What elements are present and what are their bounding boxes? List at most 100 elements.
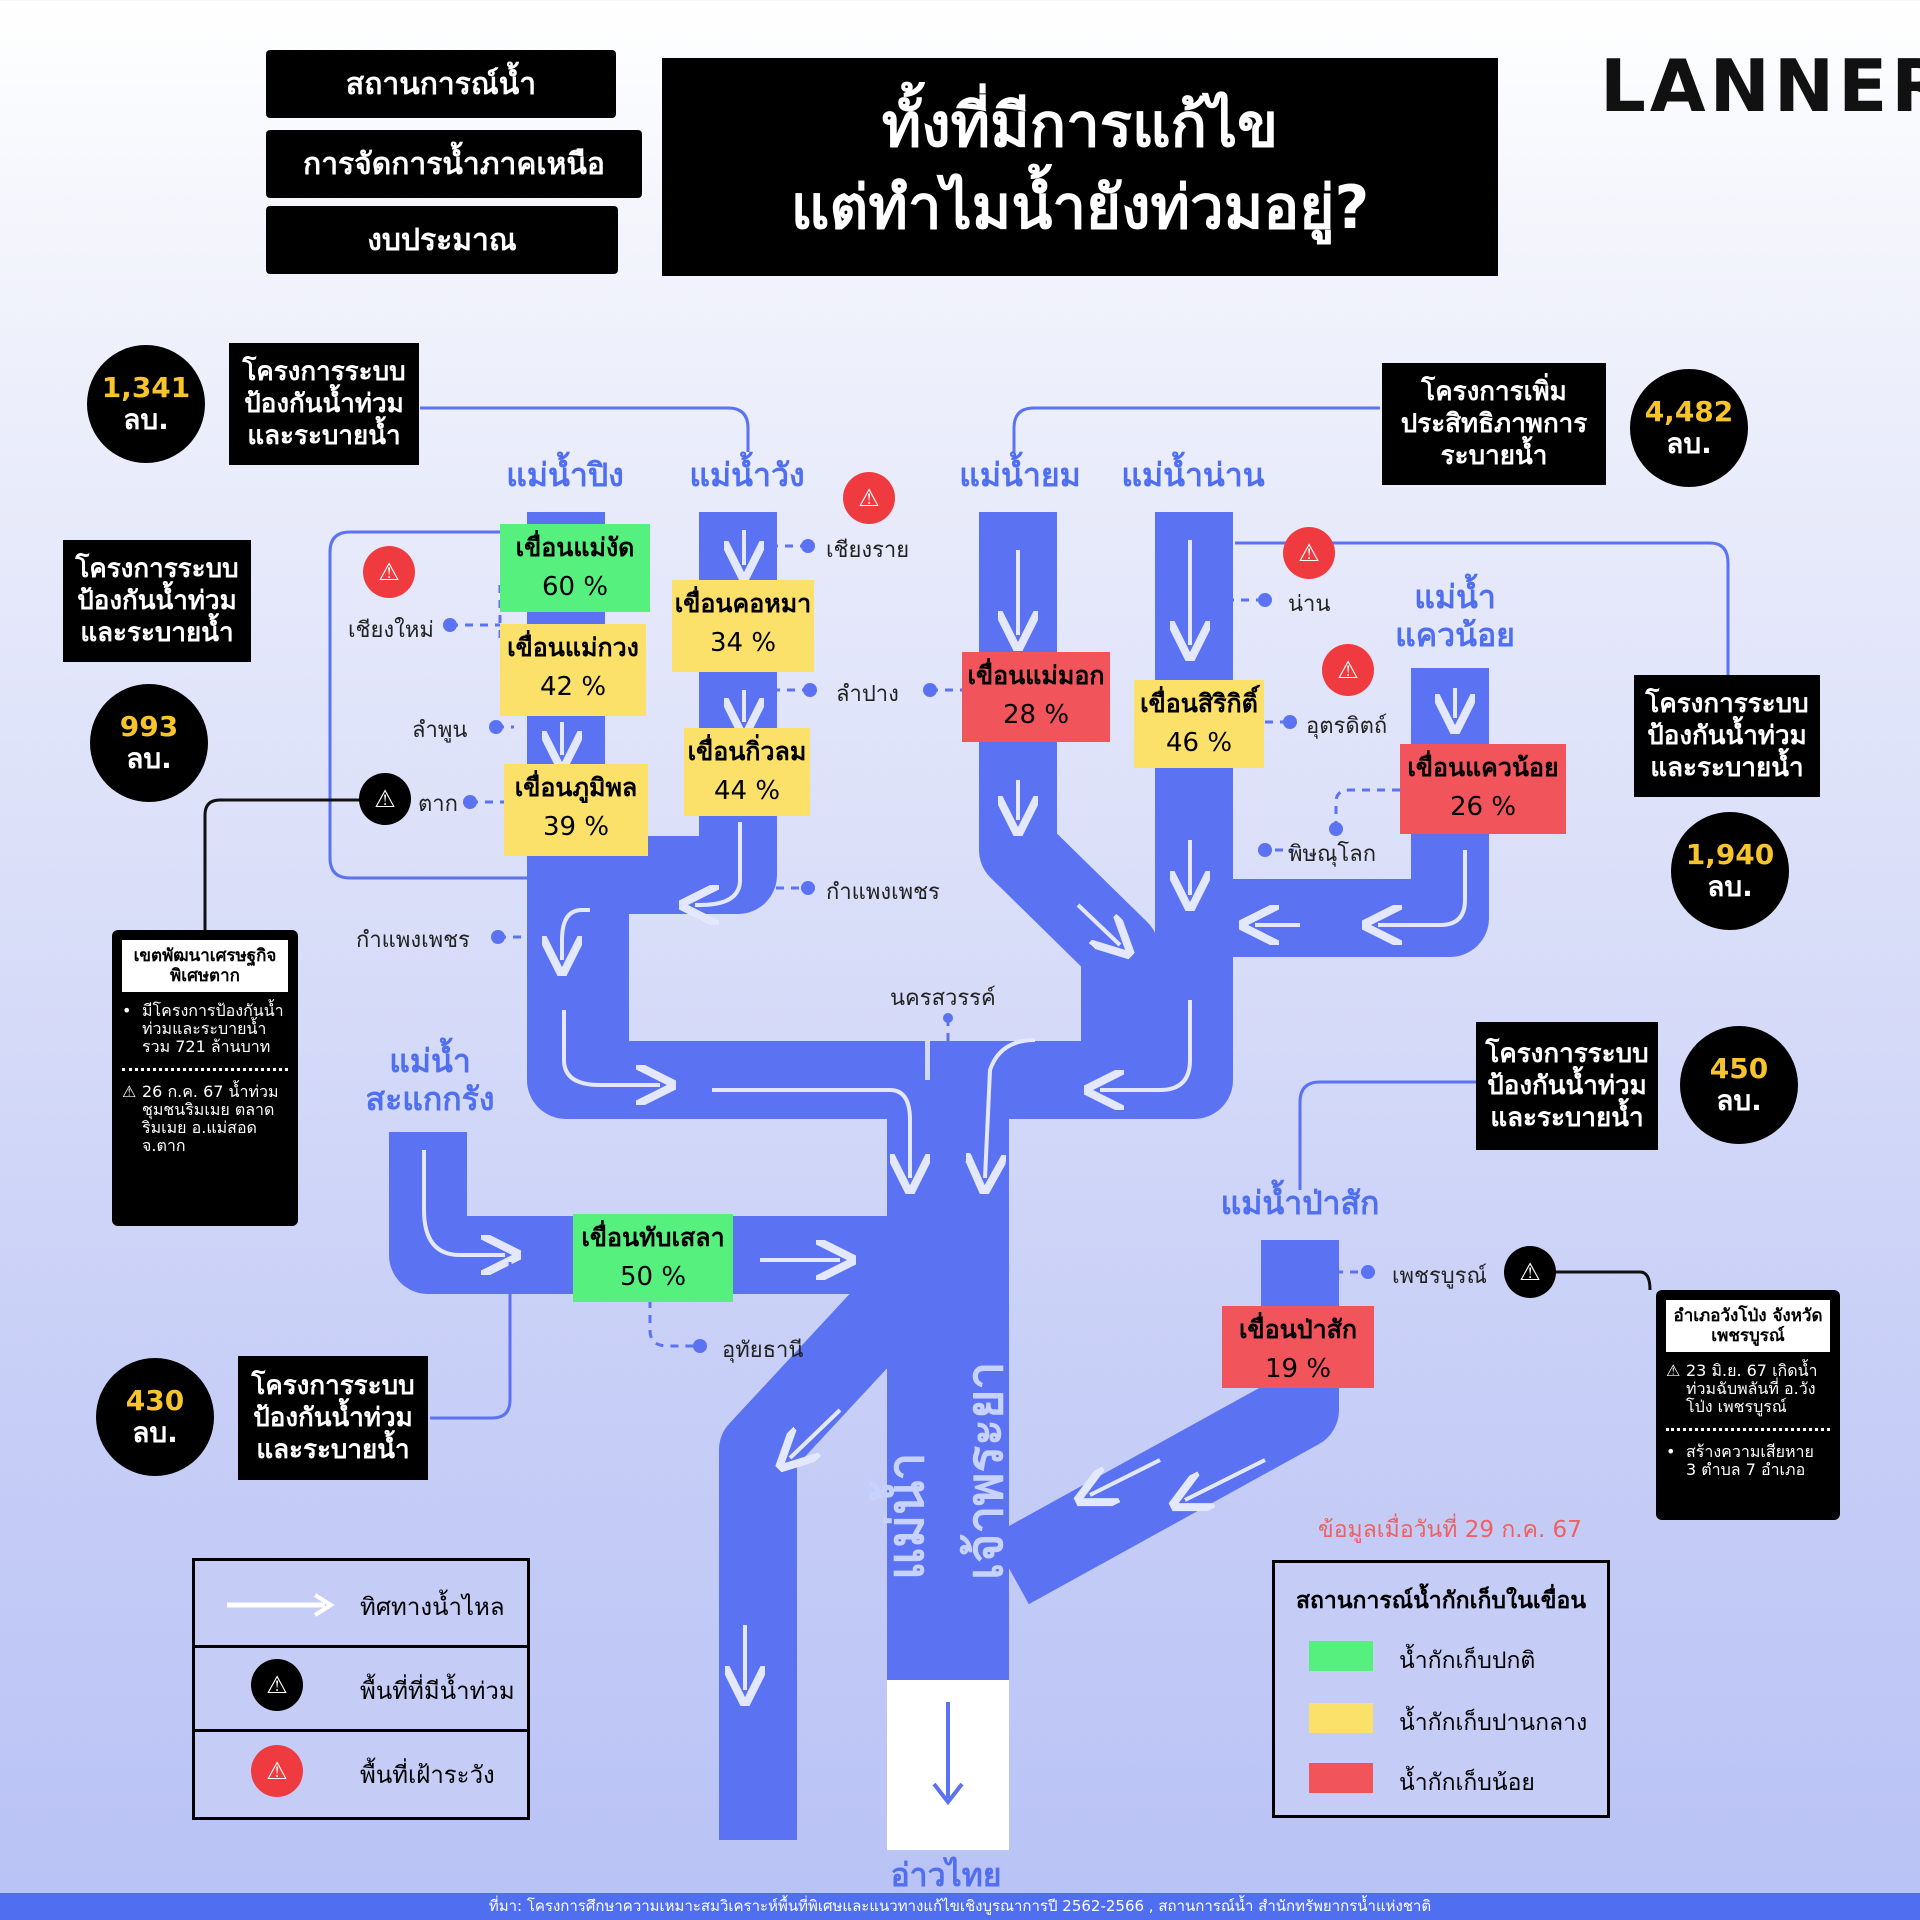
legend-label-normal: น้ำกักเก็บปกติ xyxy=(1399,1648,1536,1674)
sakae-krang-channel xyxy=(389,1132,900,1294)
dam-name: เขื่อนคอหมา xyxy=(674,589,812,618)
swatch-low xyxy=(1309,1763,1373,1793)
dam-thap-salao: เขื่อนทับเสลา 50 % xyxy=(573,1214,733,1302)
wang-river-channel xyxy=(551,512,777,1080)
warning-alert-icon: ⚠ xyxy=(1322,644,1374,696)
info-bullet-text: มีโครงการป้องกันน้ำท่วมและระบายน้ำรวม 72… xyxy=(142,1001,284,1056)
legend-label-flow: ทิศทางน้ำไหล xyxy=(360,1593,505,1621)
warning-alert-icon: ⚠ xyxy=(251,1745,303,1797)
river-label-line: แม่น้ำ xyxy=(389,1042,471,1080)
dam-percent: 34 % xyxy=(709,628,777,658)
river-label-wang: แม่น้ำวัง xyxy=(689,456,805,494)
river-label-line: สะแกกรัง xyxy=(365,1080,495,1118)
project-box-ping-wang: โครงการระบบ ป้องกันน้ำท่วม และระบายน้ำ xyxy=(229,343,419,465)
tag-water-situation: สถานการณ์น้ำ xyxy=(266,50,616,118)
river-label-nan: แม่น้ำน่าน xyxy=(1121,456,1265,494)
river-label-line: แควน้อย xyxy=(1395,616,1515,654)
dam-name: เขื่อนสิริกิติ์ xyxy=(1140,689,1258,718)
dam-name: เขื่อนแควน้อย xyxy=(1407,753,1559,782)
dam-percent: 26 % xyxy=(1449,792,1517,822)
dam-name: เขื่อนภูมิพล xyxy=(514,773,638,802)
legend-label-low: น้ำกักเก็บน้อย xyxy=(1399,1770,1535,1796)
dam-bhumibol: เขื่อนภูมิพล 39 % xyxy=(504,764,648,856)
budget-badge-430: 430 ลบ. xyxy=(96,1358,214,1476)
info-flood-note: ⚠26 ก.ค. 67 น้ำท่วมชุมชนริมเมย ตลาดริมเม… xyxy=(112,1083,298,1155)
warning-alert-icon: ⚠ xyxy=(843,472,895,524)
place-lampang: ลำปาง xyxy=(836,682,899,707)
budget-value: 1,940 xyxy=(1685,838,1775,871)
data-date-note: ข้อมูลเมื่อวันที่ 29 ก.ค. 67 xyxy=(1318,1517,1582,1543)
river-label-line: แม่น้ำ xyxy=(1414,578,1496,616)
project-line: ประสิทธิภาพการ xyxy=(1400,409,1588,439)
dam-percent: 50 % xyxy=(619,1262,687,1292)
dam-name: เขื่อนป่าสัก xyxy=(1238,1315,1358,1344)
budget-unit: ลบ. xyxy=(1716,1084,1762,1117)
info-flood-text: 26 ก.ค. 67 น้ำท่วมชุมชนริมเมย ตลาดริมเมย… xyxy=(142,1082,279,1155)
info-box-wang-pong: อำเภอวังโป่ง จังหวัดเพชรบูรณ์ ⚠23 มิ.ย. … xyxy=(1656,1290,1840,1520)
project-line: และระบายน้ำ xyxy=(1490,1103,1644,1133)
place-kamphaeng-phet-east: กำแพงเพชร xyxy=(826,880,940,905)
place-phetchabun: เพชรบูรณ์ xyxy=(1392,1264,1487,1289)
project-line: ป้องกันน้ำท่วม xyxy=(1487,1071,1647,1101)
page-title: ทั้งที่มีการแก้ไข แต่ทำไมน้ำยังท่วมอยู่? xyxy=(662,58,1498,276)
place-uttaradit: อุตรดิตถ์ xyxy=(1306,714,1388,739)
budget-value: 993 xyxy=(119,710,179,743)
dam-name: เขื่อนกิ่วลม xyxy=(687,737,807,766)
info-box-tak-sez: เขตพัฒนาเศรษฐกิจพิเศษตาก •มีโครงการป้องก… xyxy=(112,930,298,1226)
project-line: โครงการเพิ่ม xyxy=(1421,377,1567,407)
budget-unit: ลบ. xyxy=(132,1416,178,1449)
place-nan-province: น่าน xyxy=(1288,592,1331,617)
project-line: และระบายน้ำ xyxy=(247,421,401,451)
river-label-ping: แม่น้ำปิง xyxy=(506,456,624,494)
dam-sirikit: เขื่อนสิริกิติ์ 46 % xyxy=(1134,680,1264,768)
flow-arrow-icon xyxy=(227,1593,335,1617)
project-box-yom-nan: โครงการเพิ่ม ประสิทธิภาพการ ระบายน้ำ xyxy=(1382,363,1606,485)
flood-alert-icon: ⚠ xyxy=(1666,1361,1681,1380)
project-line: โครงการระบบ xyxy=(75,554,239,584)
budget-value: 1,341 xyxy=(101,371,191,404)
river-label-yom: แม่น้ำยม xyxy=(959,456,1081,494)
dam-name: เขื่อนแม่งัด xyxy=(515,533,635,562)
legend-symbols: ทิศทางน้ำไหล ⚠ พื้นที่ที่มีน้ำท่วม ⚠ พื้… xyxy=(192,1558,530,1820)
page-title-line-1: ทั้งที่มีการแก้ไข xyxy=(881,91,1279,161)
info-title: อำเภอวังโป่ง จังหวัดเพชรบูรณ์ xyxy=(1666,1300,1830,1352)
legend-row-flow: ทิศทางน้ำไหล xyxy=(195,1561,527,1648)
dam-mae-mok: เขื่อนแม่มอก 28 % xyxy=(962,652,1110,742)
project-line: ป้องกันน้ำท่วม xyxy=(244,389,404,419)
river-label-chao-phraya: แม่น้ำเจ้าพระยา xyxy=(877,1361,1014,1580)
tag-budget: งบประมาณ xyxy=(266,206,618,274)
dam-khwae-noi: เขื่อนแควน้อย 26 % xyxy=(1400,744,1566,834)
info-bullet: •สร้างความเสียหาย 3 ตำบล 7 อำเภอ xyxy=(1666,1442,1814,1479)
river-label-pasak: แม่น้ำป่าสัก xyxy=(1220,1184,1380,1222)
dam-kiew-lom: เขื่อนกิ่วลม 44 % xyxy=(684,728,810,816)
info-title: เขตพัฒนาเศรษฐกิจพิเศษตาก xyxy=(122,940,288,992)
dam-name: เขื่อนแม่กวง xyxy=(507,633,639,662)
dam-percent: 60 % xyxy=(541,572,609,602)
swatch-medium xyxy=(1309,1703,1373,1733)
project-line: โครงการระบบ xyxy=(1485,1039,1649,1069)
dam-pa-sak: เขื่อนป่าสัก 19 % xyxy=(1222,1306,1374,1388)
place-chiang-mai: เชียงใหม่ xyxy=(348,618,434,643)
legend-row-watch: ⚠ พื้นที่เฝ้าระวัง xyxy=(195,1729,527,1813)
source-footer: ที่มา: โครงการศึกษาความเหมาะสมวิเคราะห์พ… xyxy=(0,1893,1920,1920)
info-flood-note: ⚠23 มิ.ย. 67 เกิดน้ำท่วมฉับพลันที่ อ.วัง… xyxy=(1656,1362,1840,1416)
legend-label-watch: พื้นที่เฝ้าระวัง xyxy=(360,1761,495,1789)
project-box-nan-east: โครงการระบบ ป้องกันน้ำท่วม และระบายน้ำ xyxy=(1634,675,1820,797)
dam-mae-kuang: เขื่อนแม่กวง 42 % xyxy=(500,624,646,716)
budget-badge-450: 450 ลบ. xyxy=(1680,1026,1798,1144)
river-label-khwae-noi: แม่น้ำ แควน้อย xyxy=(1380,578,1530,654)
legend-label-medium: น้ำกักเก็บปานกลาง xyxy=(1399,1710,1588,1736)
project-line: ป้องกันน้ำท่วม xyxy=(1647,721,1807,751)
budget-badge-993: 993 ลบ. xyxy=(90,684,208,802)
legend-row-flooded: ⚠ พื้นที่ที่มีน้ำท่วม xyxy=(195,1645,527,1732)
gulf-of-thailand-label: อ่าวไทย xyxy=(890,1856,1002,1894)
swatch-normal xyxy=(1309,1641,1373,1671)
budget-badge-1341: 1,341 ลบ. xyxy=(87,345,205,463)
lanner-logo: LANNER xyxy=(1600,44,1920,128)
place-uthai-thani: อุทัยธานี xyxy=(722,1338,804,1363)
pasak-channel xyxy=(991,1240,1339,1605)
place-nakhon-sawan: นครสวรรค์ xyxy=(890,986,996,1011)
budget-unit: ลบ. xyxy=(123,403,169,436)
place-chiang-rai: เชียงราย xyxy=(826,538,910,563)
dam-mae-ngat: เขื่อนแม่งัด 60 % xyxy=(500,524,650,612)
